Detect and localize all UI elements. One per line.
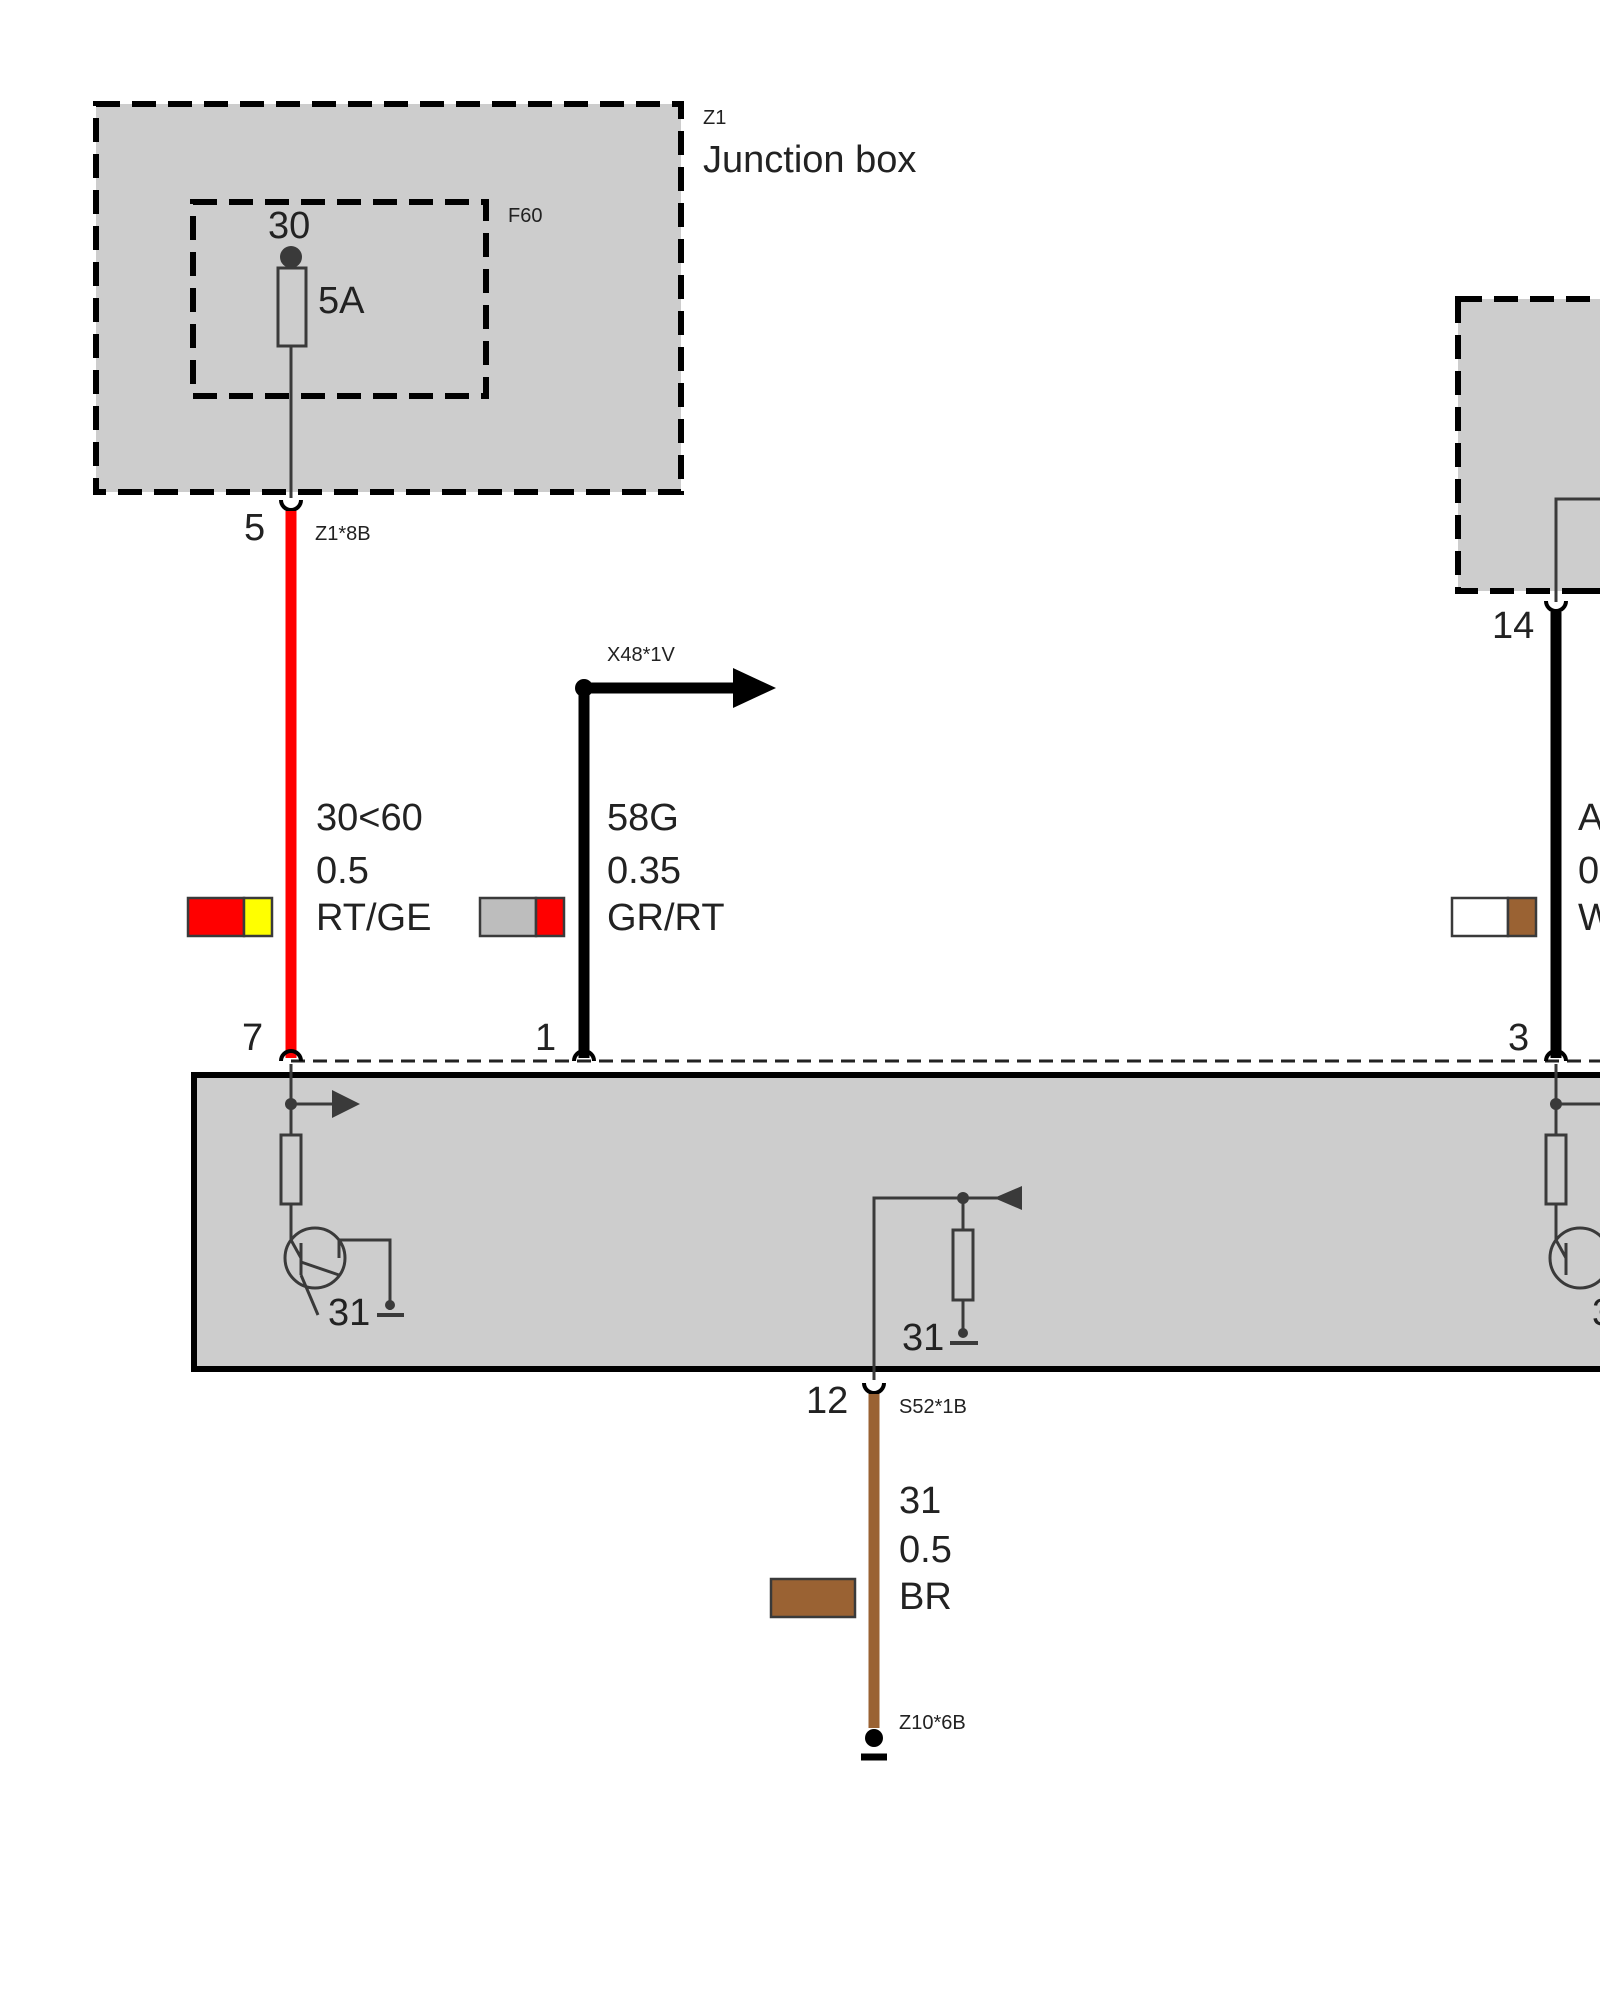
wire-2-swatch-stripe [534, 896, 566, 938]
left-ground-label: 31 [328, 1292, 370, 1334]
wire-1-swatch-stripe [242, 896, 274, 938]
module-pin-12: 12 [806, 1380, 848, 1422]
wire-3-color-code: W [1578, 897, 1600, 939]
module-pins: 7 1 3 [242, 1017, 1568, 1062]
fuse-symbol [276, 266, 308, 348]
center-ground-node [958, 1328, 968, 1338]
right-resistor [1544, 1133, 1568, 1206]
left-input-circuit: 31 [279, 1064, 404, 1334]
module-pin-7: 7 [242, 1017, 263, 1059]
fuse-f60-outline [190, 199, 489, 399]
right-component-box [1455, 296, 1600, 602]
wire-4-size: 0.5 [899, 1529, 952, 1571]
junction-box-z1: Z1 Junction box F60 30 5A [93, 101, 916, 498]
wire-31-ground: 12 S52*1B 31 0.5 BR Z10*6B [769, 1380, 967, 1761]
ground-ref: Z10*6B [899, 1712, 966, 1734]
fuse-rating: 5A [318, 280, 365, 322]
wire-4-signal: 31 [899, 1480, 941, 1522]
wire-3-swatch-primary [1450, 896, 1510, 938]
wire-3-swatch-stripe [1506, 896, 1538, 938]
connector-z1-pin: 5 [244, 507, 265, 549]
connector-s52-ref: S52*1B [899, 1396, 967, 1418]
module-outline [191, 1072, 1600, 1372]
left-transistor-base [289, 1239, 303, 1259]
left-transistor [283, 1226, 347, 1290]
center-arrow-head [994, 1186, 1022, 1210]
connector-s52-symbol [862, 1382, 886, 1395]
connector-right-pin: 14 [1492, 605, 1534, 647]
connector-z1-ref: Z1*8B [315, 523, 371, 545]
right-box-internal-line [1554, 497, 1600, 602]
wire-1-size: 0.5 [316, 850, 369, 892]
module-pin-7-symbol [279, 1049, 303, 1062]
wire-right: 14 A 0 W [1450, 600, 1600, 1058]
junction-box-title: Junction box [703, 139, 916, 181]
module-pin-3-symbol [1544, 1049, 1568, 1062]
wire-58g-arrow-head [733, 668, 776, 708]
wire-1-color-code: RT/GE [316, 897, 431, 939]
wire-4-color-code: BR [899, 1576, 952, 1618]
module-pin-1-symbol [572, 1049, 596, 1062]
fuse-terminal-label: 30 [268, 205, 310, 247]
right-ground-label: 3 [1592, 1292, 1600, 1334]
wire-3-signal: A [1578, 797, 1600, 839]
wire-3-size: 0 [1578, 850, 1599, 892]
wire-2-color-code: GR/RT [607, 897, 725, 939]
wire-58g: X48*1V 58G 0.35 GR/RT [478, 644, 776, 1058]
fuse-id: F60 [508, 205, 542, 227]
wire-4-swatch [769, 1577, 857, 1619]
left-transistor-collector [337, 1238, 392, 1310]
right-transistor-base [1554, 1239, 1568, 1259]
wire-2-signal: 58G [607, 797, 679, 839]
center-circuit-line [872, 1196, 963, 1380]
connector-right-symbol [1544, 600, 1568, 613]
right-input-circuit: 3 [1544, 1064, 1600, 1334]
junction-box-id: Z1 [703, 107, 726, 129]
right-transistor [1548, 1226, 1600, 1290]
left-ground-node [385, 1300, 395, 1310]
ground-point-dot [865, 1729, 883, 1747]
left-transistor-emitter [300, 1260, 340, 1277]
junction-box-outline [93, 101, 684, 495]
left-resistor [279, 1133, 303, 1206]
module-pin-1: 1 [535, 1017, 556, 1059]
center-ground-label: 31 [902, 1317, 944, 1359]
left-arrow-head [332, 1090, 360, 1118]
wire-2-swatch-primary [478, 896, 538, 938]
module-pin-3: 3 [1508, 1017, 1529, 1059]
center-ground-circuit: 31 [872, 1186, 1022, 1380]
control-module: 31 31 3 [191, 1064, 1600, 1380]
connector-z1-symbol [279, 499, 303, 512]
wire-1-swatch-primary [186, 896, 246, 938]
left-ground-lead [299, 1274, 320, 1316]
wire-1-signal: 30<60 [316, 797, 423, 839]
center-resistor [951, 1228, 975, 1302]
right-box-outline [1455, 296, 1600, 594]
connector-x48-ref: X48*1V [607, 644, 675, 666]
wire-30-60: 5 Z1*8B 30<60 0.5 RT/GE [186, 499, 431, 1058]
wire-2-size: 0.35 [607, 850, 681, 892]
